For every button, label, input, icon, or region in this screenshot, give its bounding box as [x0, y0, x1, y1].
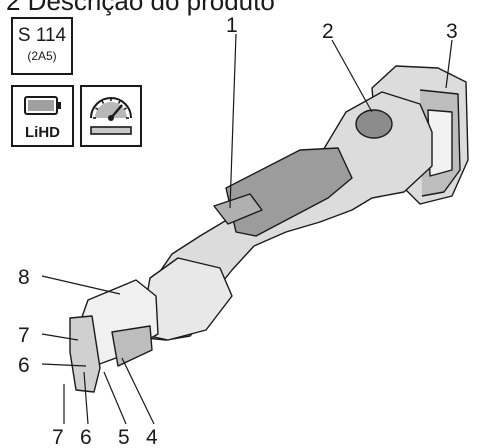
callout-7-bottom: 7: [52, 426, 64, 448]
battery-compatibility-box: LiHD: [11, 85, 74, 147]
callout-2: 2: [322, 20, 334, 43]
callout-3: 3: [446, 20, 458, 43]
callout-1: 1: [226, 14, 238, 37]
speedometer-icon: [90, 97, 132, 135]
speed-setting-box: [80, 85, 142, 147]
callout-6-bottom: 6: [80, 426, 92, 448]
callout-7-left: 7: [18, 324, 30, 347]
battery-type-label: LiHD: [25, 124, 60, 141]
callout-8: 8: [18, 266, 30, 289]
callout-5: 5: [118, 426, 130, 448]
page-title: 2 Descrição do produto: [6, 0, 275, 16]
model-name: S 114: [17, 25, 67, 46]
callout-4: 4: [146, 426, 158, 448]
model-designation-box: S 114 (2A5): [11, 17, 73, 75]
battery-icon: [24, 96, 61, 115]
switch: [213, 193, 263, 225]
model-code: (2A5): [27, 49, 57, 63]
speed-dial: [355, 109, 393, 139]
callout-6-left: 6: [18, 354, 30, 377]
